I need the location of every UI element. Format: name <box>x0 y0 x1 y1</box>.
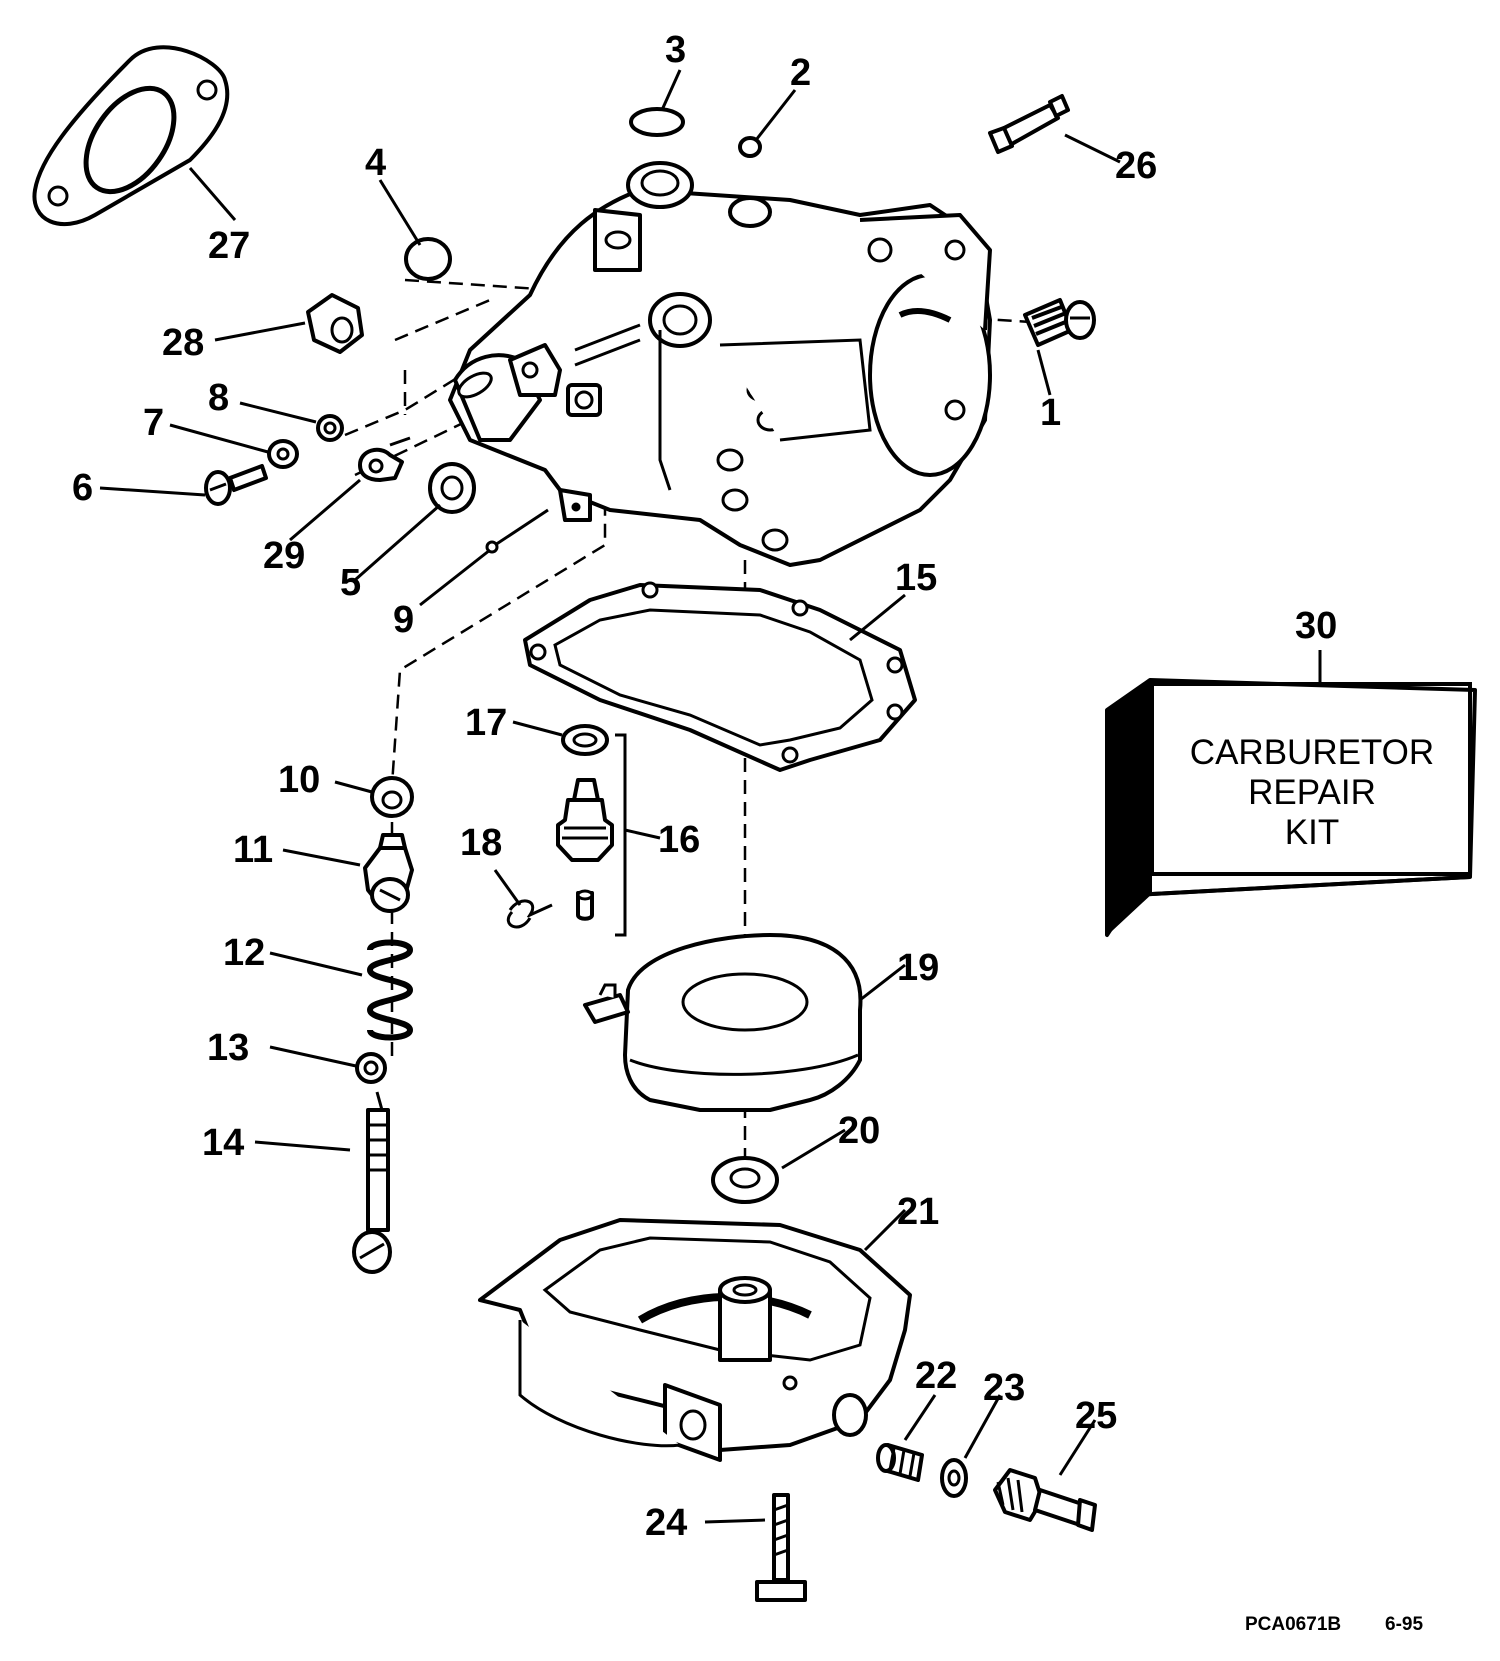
callout-4: 4 <box>365 142 386 184</box>
leader-lines <box>99 69 1322 1524</box>
washer-17 <box>561 724 609 756</box>
callout-17: 17 <box>465 702 507 744</box>
fitting-26 <box>988 94 1070 154</box>
plug-4 <box>404 237 452 281</box>
fitting-25 <box>993 1468 1097 1532</box>
bolt-24 <box>755 1493 807 1602</box>
drawing-date: 6-95 <box>1385 1614 1423 1635</box>
seal-20 <box>711 1156 779 1204</box>
link-29 <box>358 436 411 482</box>
callout-1: 1 <box>1040 392 1061 434</box>
callout-11: 11 <box>233 829 273 871</box>
small-parts-top <box>404 107 762 281</box>
callout-labels: 1 2 3 4 5 6 7 8 9 10 11 12 13 14 15 16 1… <box>72 29 1337 1544</box>
callout-24: 24 <box>645 1502 687 1544</box>
drawing-footer: PCA0671B 6-95 <box>1245 1614 1423 1635</box>
kit-label-line1: CARBURETOR <box>1190 733 1434 772</box>
callout-22: 22 <box>915 1355 957 1397</box>
screw-1 <box>1023 298 1096 347</box>
callout-16: 16 <box>658 819 700 861</box>
repair-kit-box: CARBURETOR REPAIR KIT <box>1105 678 1477 937</box>
callout-5: 5 <box>340 562 361 604</box>
washer-7 <box>267 439 299 469</box>
callout-12: 12 <box>223 932 265 974</box>
float-bowl-21 <box>478 1218 912 1462</box>
callout-13: 13 <box>207 1027 249 1069</box>
callout-19: 19 <box>897 947 939 989</box>
nut-28 <box>306 293 364 354</box>
callout-7: 7 <box>143 402 164 444</box>
drawing-code: PCA0671B <box>1245 1614 1341 1635</box>
callout-10: 10 <box>278 759 320 801</box>
pin-9 <box>485 508 549 554</box>
callout-14: 14 <box>202 1122 244 1164</box>
callout-20: 20 <box>838 1110 880 1152</box>
kit-label-line3: KIT <box>1285 813 1339 852</box>
callout-3: 3 <box>665 29 686 71</box>
washer-10 <box>370 776 414 818</box>
screw-6 <box>204 464 268 506</box>
plug-22 <box>876 1443 924 1482</box>
callout-30: 30 <box>1295 605 1337 647</box>
washer-13 <box>355 1052 387 1084</box>
callout-26: 26 <box>1115 145 1157 187</box>
callout-2: 2 <box>790 52 811 94</box>
spring-12 <box>366 939 414 1041</box>
callout-25: 25 <box>1075 1395 1117 1437</box>
seal-5 <box>428 462 476 514</box>
clip-18 <box>506 899 553 929</box>
callout-9: 9 <box>393 599 414 641</box>
bowl-gasket-15 <box>523 581 917 772</box>
expansion-plug-3 <box>629 107 685 137</box>
callout-23: 23 <box>983 1367 1025 1409</box>
carburetor-body <box>448 161 992 567</box>
callout-27: 27 <box>208 225 250 267</box>
washer-23 <box>940 1458 968 1498</box>
callout-29: 29 <box>263 535 305 577</box>
needle-seat-16 <box>556 733 627 937</box>
float-19 <box>583 933 863 1112</box>
nut-11 <box>363 833 414 913</box>
callout-21: 21 <box>897 1191 939 1233</box>
lockwasher-8 <box>316 414 344 442</box>
callout-6: 6 <box>72 467 93 509</box>
callout-28: 28 <box>162 322 204 364</box>
needle-14 <box>352 1091 392 1274</box>
kit-label-line2: REPAIR <box>1248 773 1376 812</box>
ball-2 <box>738 136 762 158</box>
callout-15: 15 <box>895 557 937 599</box>
callout-18: 18 <box>460 822 502 864</box>
flange-gasket-27 <box>32 45 230 226</box>
callout-8: 8 <box>208 377 229 419</box>
